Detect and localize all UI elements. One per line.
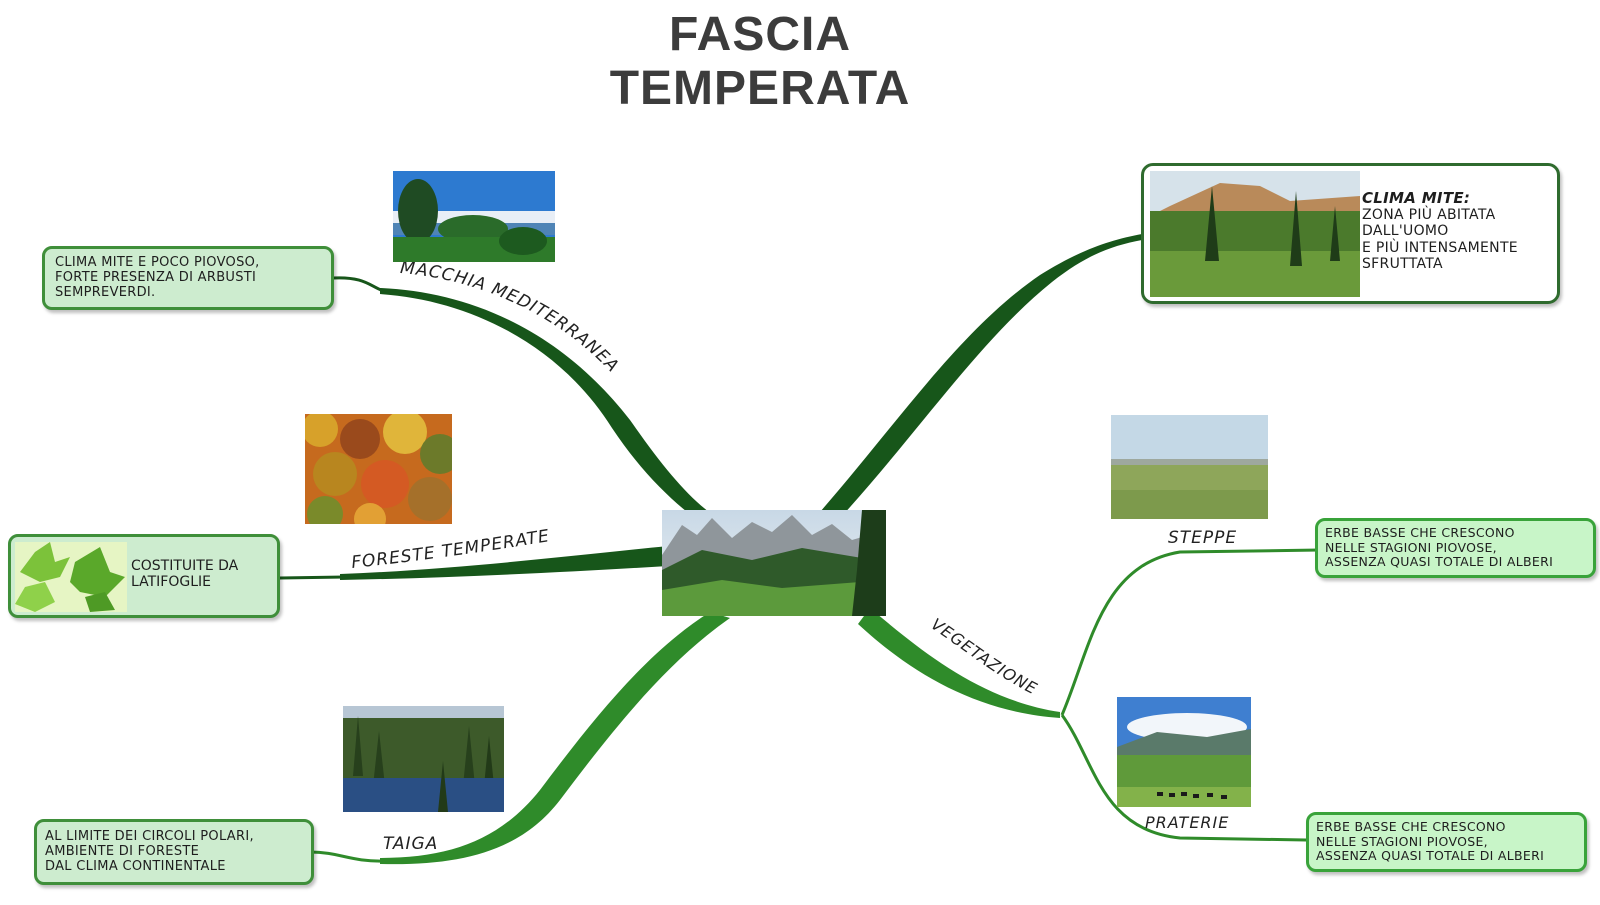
note-line: AL LIMITE DEI CIRCOLI POLARI, — [45, 829, 254, 844]
label-vegetazione: VEGETAZIONE — [928, 614, 1041, 698]
branch-taiga — [380, 612, 730, 865]
foreste-temperate-image — [305, 414, 452, 524]
branch-praterie — [1060, 714, 1307, 842]
clima-mite-line: DALL'UOMO — [1362, 223, 1449, 239]
taiga-note: AL LIMITE DEI CIRCOLI POLARI, AMBIENTE D… — [34, 819, 314, 885]
foreste-note-text: COSTITUITE DA LATIFOGLIE — [131, 558, 238, 590]
macchia-mediterranea-image — [393, 171, 555, 262]
note-line: ERBE BASSE CHE CRESCONO — [1316, 819, 1506, 834]
central-mountain-image — [662, 510, 886, 616]
steppe-note: ERBE BASSE CHE CRESCONO NELLE STAGIONI P… — [1315, 518, 1596, 578]
clima-mite-text: CLIMA MITE: ZONA PIÙ ABITATA DALL'UOMO E… — [1362, 190, 1518, 273]
note-line: CLIMA MITE E POCO PIOVOSO, — [55, 255, 260, 270]
praterie-image — [1117, 697, 1251, 807]
clima-mite-image — [1150, 171, 1360, 297]
connector-foreste — [279, 575, 346, 580]
praterie-note: ERBE BASSE CHE CRESCONO NELLE STAGIONI P… — [1306, 812, 1587, 872]
maple-leaves-image — [15, 542, 127, 612]
label-praterie: PRATERIE — [1145, 813, 1229, 832]
label-taiga: TAIGA — [383, 834, 438, 854]
connector-macchia — [332, 276, 393, 294]
note-line: DAL CLIMA CONTINENTALE — [45, 859, 226, 874]
connector-taiga — [309, 850, 386, 863]
title-line-2: TEMPERATA — [609, 62, 911, 115]
note-line: ASSENZA QUASI TOTALE DI ALBERI — [1325, 554, 1554, 569]
note-line: ASSENZA QUASI TOTALE DI ALBERI — [1316, 848, 1545, 863]
clima-mite-heading: CLIMA MITE: — [1362, 189, 1471, 207]
note-line: ERBE BASSE CHE CRESCONO — [1325, 525, 1515, 540]
branch-vegetazione — [858, 608, 1060, 718]
note-line: SEMPREVERDI. — [55, 285, 156, 300]
branch-clima — [820, 234, 1142, 516]
note-line: COSTITUITE DA — [131, 558, 239, 574]
taiga-image — [343, 706, 504, 812]
label-macchia: MACCHIA MEDITERRANEA — [399, 258, 622, 377]
branch-macchia — [380, 288, 720, 522]
note-line: NELLE STAGIONI PIOVOSE, — [1325, 539, 1497, 555]
steppe-image — [1111, 415, 1268, 519]
clima-mite-line: SFRUTTATA — [1362, 256, 1443, 272]
page-title: FASCIA TEMPERATA — [560, 8, 960, 116]
branch-steppe — [1060, 548, 1321, 716]
note-line: AMBIENTE DI FORESTE — [45, 844, 200, 859]
macchia-note: CLIMA MITE E POCO PIOVOSO, FORTE PRESENZ… — [42, 246, 334, 310]
clima-mite-line: ZONA PIÙ ABITATA — [1362, 206, 1496, 223]
label-steppe: STEPPE — [1168, 528, 1237, 548]
note-line: LATIFOGLIE — [131, 574, 211, 590]
branch-foreste — [340, 546, 668, 580]
title-line-1: FASCIA — [668, 8, 851, 61]
note-line: FORTE PRESENZA DI ARBUSTI — [55, 270, 257, 285]
note-line: NELLE STAGIONI PIOVOSE, — [1316, 833, 1488, 849]
clima-mite-line: E PIÙ INTENSAMENTE — [1362, 239, 1518, 256]
